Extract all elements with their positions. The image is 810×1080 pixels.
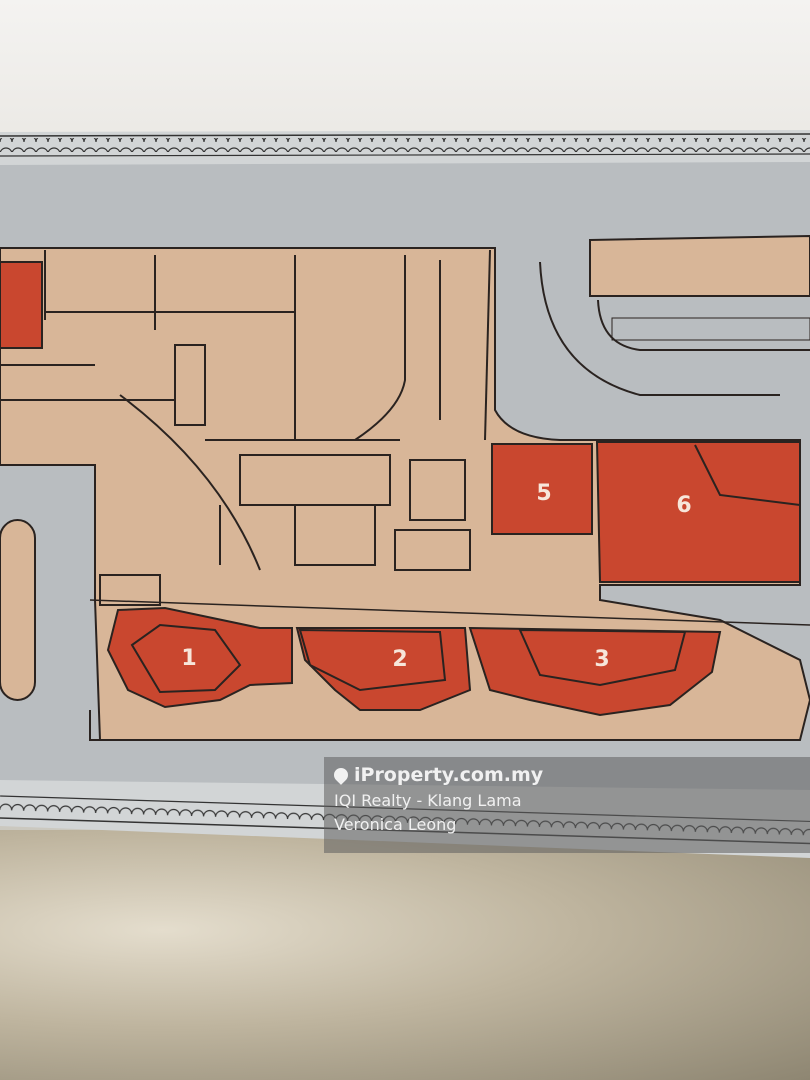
walls bbox=[0, 249, 810, 741]
unit-5[interactable] bbox=[491, 443, 593, 535]
watermark-agency: IQI Realty - Klang Lama bbox=[334, 791, 522, 810]
unit-1-label: 1 bbox=[181, 646, 196, 671]
watermark-brand: iProperty.com.my bbox=[354, 764, 544, 786]
unit-6[interactable] bbox=[595, 441, 801, 583]
watermark: iProperty.com.my IQI Realty - Klang Lama… bbox=[324, 757, 810, 853]
unit-6-label: 6 bbox=[676, 493, 691, 518]
unit-3-label: 3 bbox=[594, 647, 609, 672]
top-border bbox=[0, 138, 810, 152]
unit-partial[interactable] bbox=[0, 261, 43, 349]
watermark-agent: Veronica Leong bbox=[334, 815, 457, 834]
unit-2-label: 2 bbox=[392, 647, 407, 672]
location-pin-icon bbox=[331, 765, 351, 785]
unit-3[interactable] bbox=[468, 626, 722, 717]
highlighted-units bbox=[0, 261, 801, 717]
unit-5-label: 5 bbox=[536, 481, 551, 506]
photo-background bbox=[0, 830, 810, 1080]
